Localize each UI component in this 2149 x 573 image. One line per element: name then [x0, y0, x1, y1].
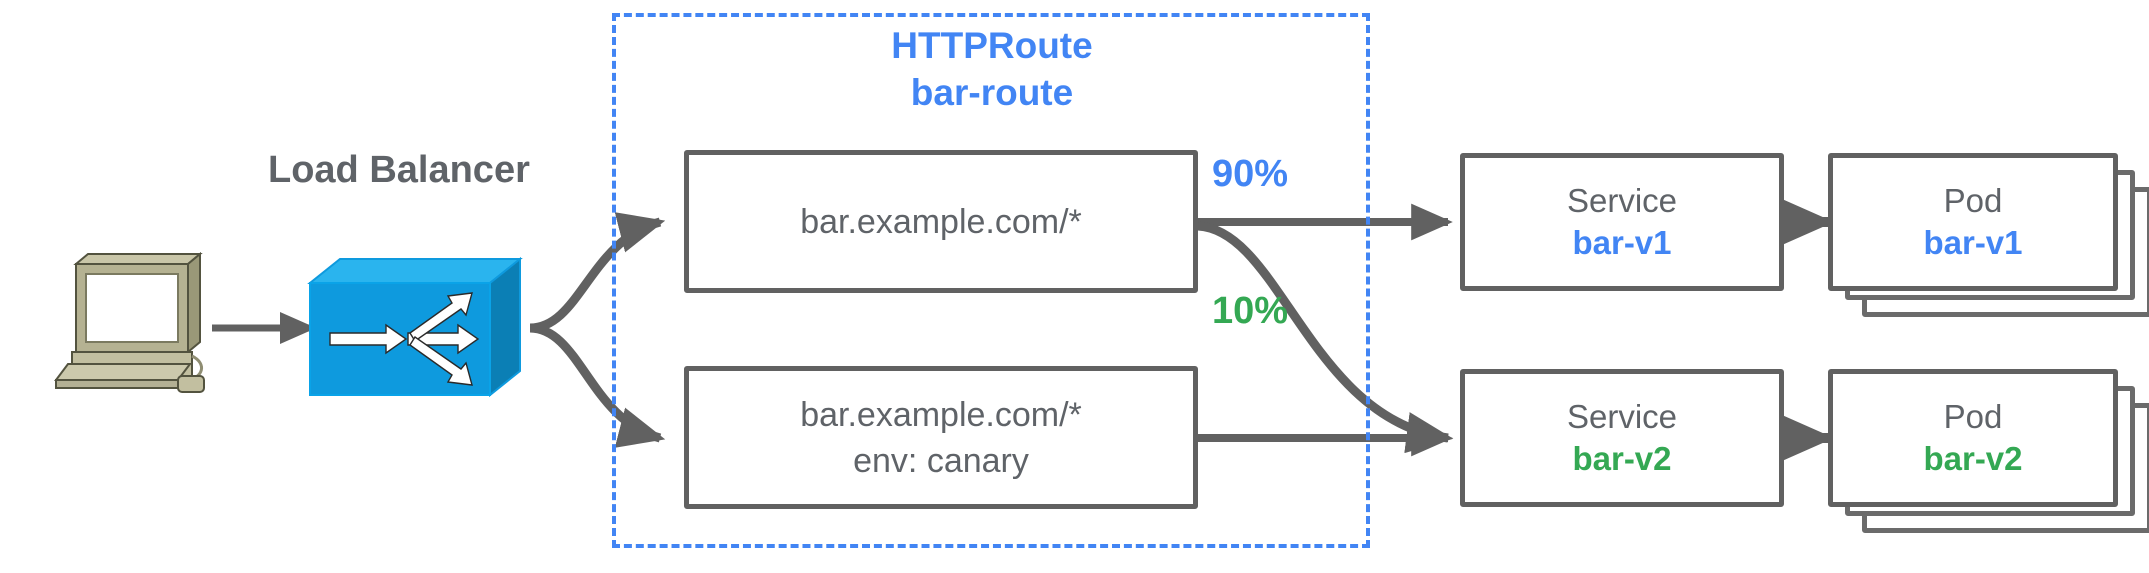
- load-balancer-node: [300, 255, 532, 403]
- load-balancer-label: Load Balancer: [268, 149, 530, 191]
- pod-box-bar-v2[interactable]: Pod bar-v2: [1828, 369, 2118, 507]
- arrow-rule-to-service-v2-canary: [1197, 221, 1454, 454]
- httproute-kind-label: HTTPRoute: [891, 25, 1093, 66]
- pod-box-bar-v1[interactable]: Pod bar-v1: [1828, 153, 2118, 291]
- pod-v2-name: bar-v2: [1923, 440, 2023, 477]
- service-v1-name: bar-v1: [1572, 224, 1672, 261]
- arrow-lb-to-rule-canary: [529, 323, 666, 448]
- route-rule-canary-line-0: bar.example.com/*: [800, 395, 1082, 434]
- pod-v1-title: Pod: [1943, 182, 2003, 219]
- service-box-bar-v1[interactable]: Service bar-v1: [1460, 153, 1784, 291]
- load-balancer-switch-icon: [307, 256, 523, 398]
- arrow-lb-to-rule-primary: [529, 212, 666, 333]
- weight-label-90: 90%: [1212, 153, 1289, 195]
- weight-label-10: 10%: [1212, 290, 1289, 332]
- httproute-name-label: bar-route: [910, 72, 1074, 113]
- httproute-group-title: HTTPRoute bar-route: [812, 22, 1172, 116]
- route-rule-box-primary[interactable]: bar.example.com/*: [684, 150, 1198, 293]
- service-box-bar-v2[interactable]: Service bar-v2: [1460, 369, 1784, 507]
- pod-v1-name: bar-v1: [1923, 224, 2023, 261]
- service-v2-title: Service: [1566, 398, 1678, 435]
- pod-v2-title: Pod: [1943, 398, 2003, 435]
- route-rule-canary-line-1: env: canary: [853, 441, 1029, 480]
- client-computer: [38, 251, 208, 397]
- route-rule-primary-line-0: bar.example.com/*: [800, 202, 1082, 241]
- httproute-group-boundary: [612, 13, 1370, 548]
- route-rule-box-canary[interactable]: bar.example.com/* env: canary: [684, 366, 1198, 509]
- service-v2-name: bar-v2: [1572, 440, 1672, 477]
- desktop-computer-icon: [54, 251, 205, 393]
- service-v1-title: Service: [1566, 182, 1678, 219]
